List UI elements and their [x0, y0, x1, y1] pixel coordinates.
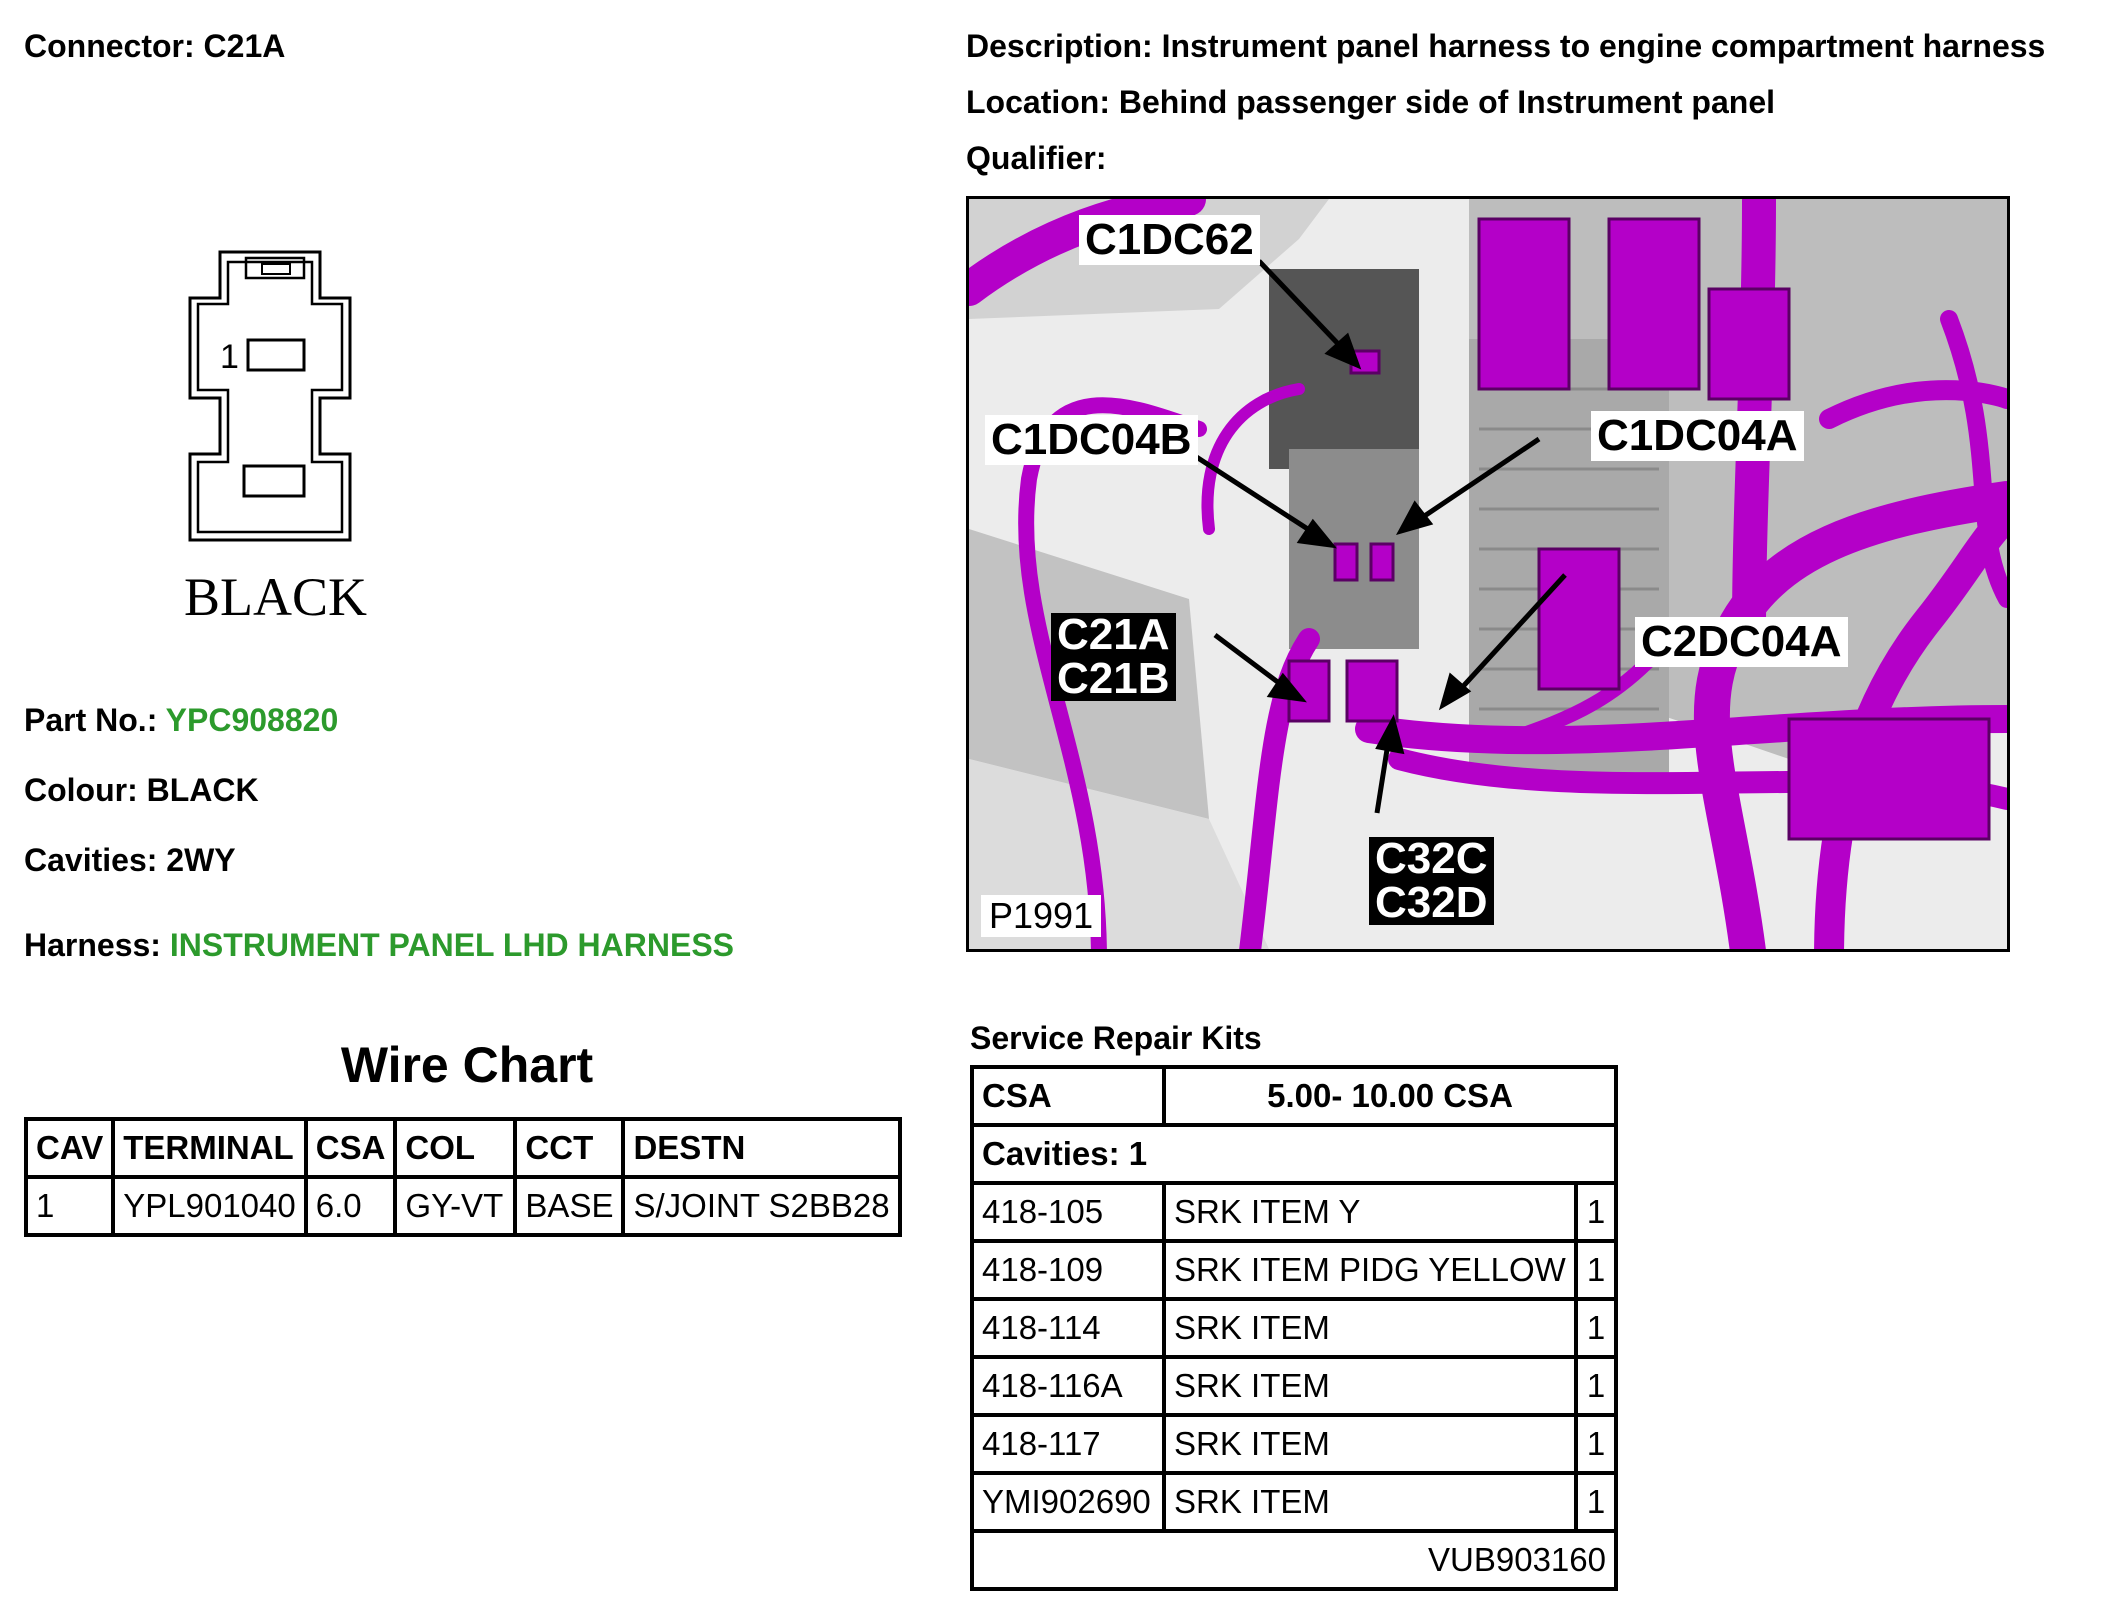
cavities-value: 2WY [166, 842, 236, 878]
kits-footer-row: VUB903160 [970, 1529, 1618, 1591]
connector-label: Connector: [24, 28, 195, 64]
callout-c21b: C21B [1051, 657, 1176, 701]
callout-c32d: C32D [1369, 881, 1494, 925]
wire-chart-table: CAV TERMINAL CSA COL CCT DESTN 1 YPL9010… [23, 1117, 902, 1237]
wire-chart-header-row: CAV TERMINAL CSA COL CCT DESTN [23, 1117, 902, 1179]
kit-description: SRK ITEM [1162, 1471, 1578, 1533]
header-csa: CSA [303, 1117, 398, 1179]
wire-chart-title: Wire Chart [340, 1037, 594, 1093]
kits-csa-label: CSA [970, 1065, 1166, 1127]
harness-label: Harness: [24, 927, 161, 963]
kit-description: SRK ITEM Y [1162, 1181, 1578, 1243]
connector-face-diagram: 1 [188, 250, 352, 542]
callout-c32c: C32C [1369, 837, 1494, 881]
kit-part-number: 418-105 [970, 1181, 1166, 1243]
kit-quantity: 1 [1574, 1297, 1618, 1359]
cell-destn: S/JOINT S2BB28 [621, 1175, 902, 1237]
kit-part-number: 418-114 [970, 1297, 1166, 1359]
table-row: 418-116A SRK ITEM 1 [970, 1355, 1618, 1417]
location-line: Location: Behind passenger side of Instr… [966, 84, 1775, 121]
kits-cavities-row: Cavities: 1 [970, 1123, 1618, 1185]
table-row: 418-117 SRK ITEM 1 [970, 1413, 1618, 1475]
table-row: 1 YPL901040 6.0 GY-VT BASE S/JOINT S2BB2… [23, 1175, 902, 1237]
callout-c2dc04a: C2DC04A [1635, 617, 1848, 667]
table-row: 418-105 SRK ITEM Y 1 [970, 1181, 1618, 1243]
kit-part-number: 418-117 [970, 1413, 1166, 1475]
kit-part-number: 418-116A [970, 1355, 1166, 1417]
header-col: COL [393, 1117, 518, 1179]
colour-value: BLACK [146, 772, 259, 808]
callout-c1dc62: C1DC62 [1079, 215, 1260, 265]
kit-part-number: 418-109 [970, 1239, 1166, 1301]
kit-quantity: 1 [1574, 1471, 1618, 1533]
kit-description: SRK ITEM [1162, 1355, 1578, 1417]
service-kits-title: Service Repair Kits [970, 1020, 1262, 1056]
colour-line: Colour: BLACK [24, 772, 259, 809]
table-row: 418-109 SRK ITEM PIDG YELLOW 1 [970, 1239, 1618, 1301]
kit-quantity: 1 [1574, 1239, 1618, 1301]
description-label: Description: [966, 28, 1153, 64]
photo-id: P1991 [981, 895, 1102, 937]
location-label: Location: [966, 84, 1110, 120]
cavities-line: Cavities: 2WY [24, 842, 236, 879]
kit-description: SRK ITEM PIDG YELLOW [1162, 1239, 1578, 1301]
table-row: 418-114 SRK ITEM 1 [970, 1297, 1618, 1359]
header-cav: CAV [23, 1117, 116, 1179]
kit-quantity: 1 [1574, 1413, 1618, 1475]
location-photo: C1DC62 C1DC04B C1DC04A C21A C21B C2DC04A… [966, 196, 2010, 952]
connector-heading: Connector: C21A [24, 28, 285, 65]
cell-cav: 1 [23, 1175, 116, 1237]
callout-c1dc04b: C1DC04B [985, 415, 1198, 465]
kits-csa-value: 5.00- 10.00 CSA [1162, 1065, 1618, 1127]
header-destn: DESTN [621, 1117, 902, 1179]
part-no-line: Part No.: YPC908820 [24, 702, 338, 739]
harness-value: INSTRUMENT PANEL LHD HARNESS [169, 927, 735, 963]
cell-terminal: YPL901040 [111, 1175, 308, 1237]
cell-cct: BASE [513, 1175, 626, 1237]
kits-cavities-label: Cavities: 1 [970, 1123, 1618, 1185]
cavity-number-label: 1 [220, 338, 239, 376]
cavity-2 [242, 464, 306, 498]
cell-csa: 6.0 [303, 1175, 398, 1237]
location-value: Behind passenger side of Instrument pane… [1118, 84, 1775, 120]
cavities-label: Cavities: [24, 842, 158, 878]
harness-line: Harness: INSTRUMENT PANEL LHD HARNESS [24, 927, 734, 964]
kit-description: SRK ITEM [1162, 1297, 1578, 1359]
header-cct: CCT [513, 1117, 626, 1179]
header-terminal: TERMINAL [111, 1117, 308, 1179]
kits-footer-code: VUB903160 [970, 1529, 1618, 1591]
kit-description: SRK ITEM [1162, 1413, 1578, 1475]
kit-part-number: YMI902690 [970, 1471, 1166, 1533]
part-no-label: Part No.: [24, 702, 158, 738]
kit-quantity: 1 [1574, 1355, 1618, 1417]
table-row: YMI902690 SRK ITEM 1 [970, 1471, 1618, 1533]
kits-csa-row: CSA 5.00- 10.00 CSA [970, 1065, 1618, 1127]
service-kits-table: CSA 5.00- 10.00 CSA Cavities: 1 418-105 … [970, 1065, 1618, 1591]
cavity-1 [246, 338, 306, 372]
kit-quantity: 1 [1574, 1181, 1618, 1243]
callout-c1dc04a: C1DC04A [1591, 411, 1804, 461]
description-line: Description: Instrument panel harness to… [966, 28, 2045, 65]
qualifier-label: Qualifier: [966, 140, 1107, 176]
callout-c21a: C21A [1051, 613, 1176, 657]
connector-value: C21A [203, 28, 286, 64]
cell-col: GY-VT [393, 1175, 518, 1237]
qualifier-line: Qualifier: [966, 140, 1106, 177]
connector-colour-text: BLACK [184, 567, 368, 627]
colour-label: Colour: [24, 772, 138, 808]
description-value: Instrument panel harness to engine compa… [1161, 28, 2046, 64]
part-no-value: YPC908820 [165, 702, 339, 738]
